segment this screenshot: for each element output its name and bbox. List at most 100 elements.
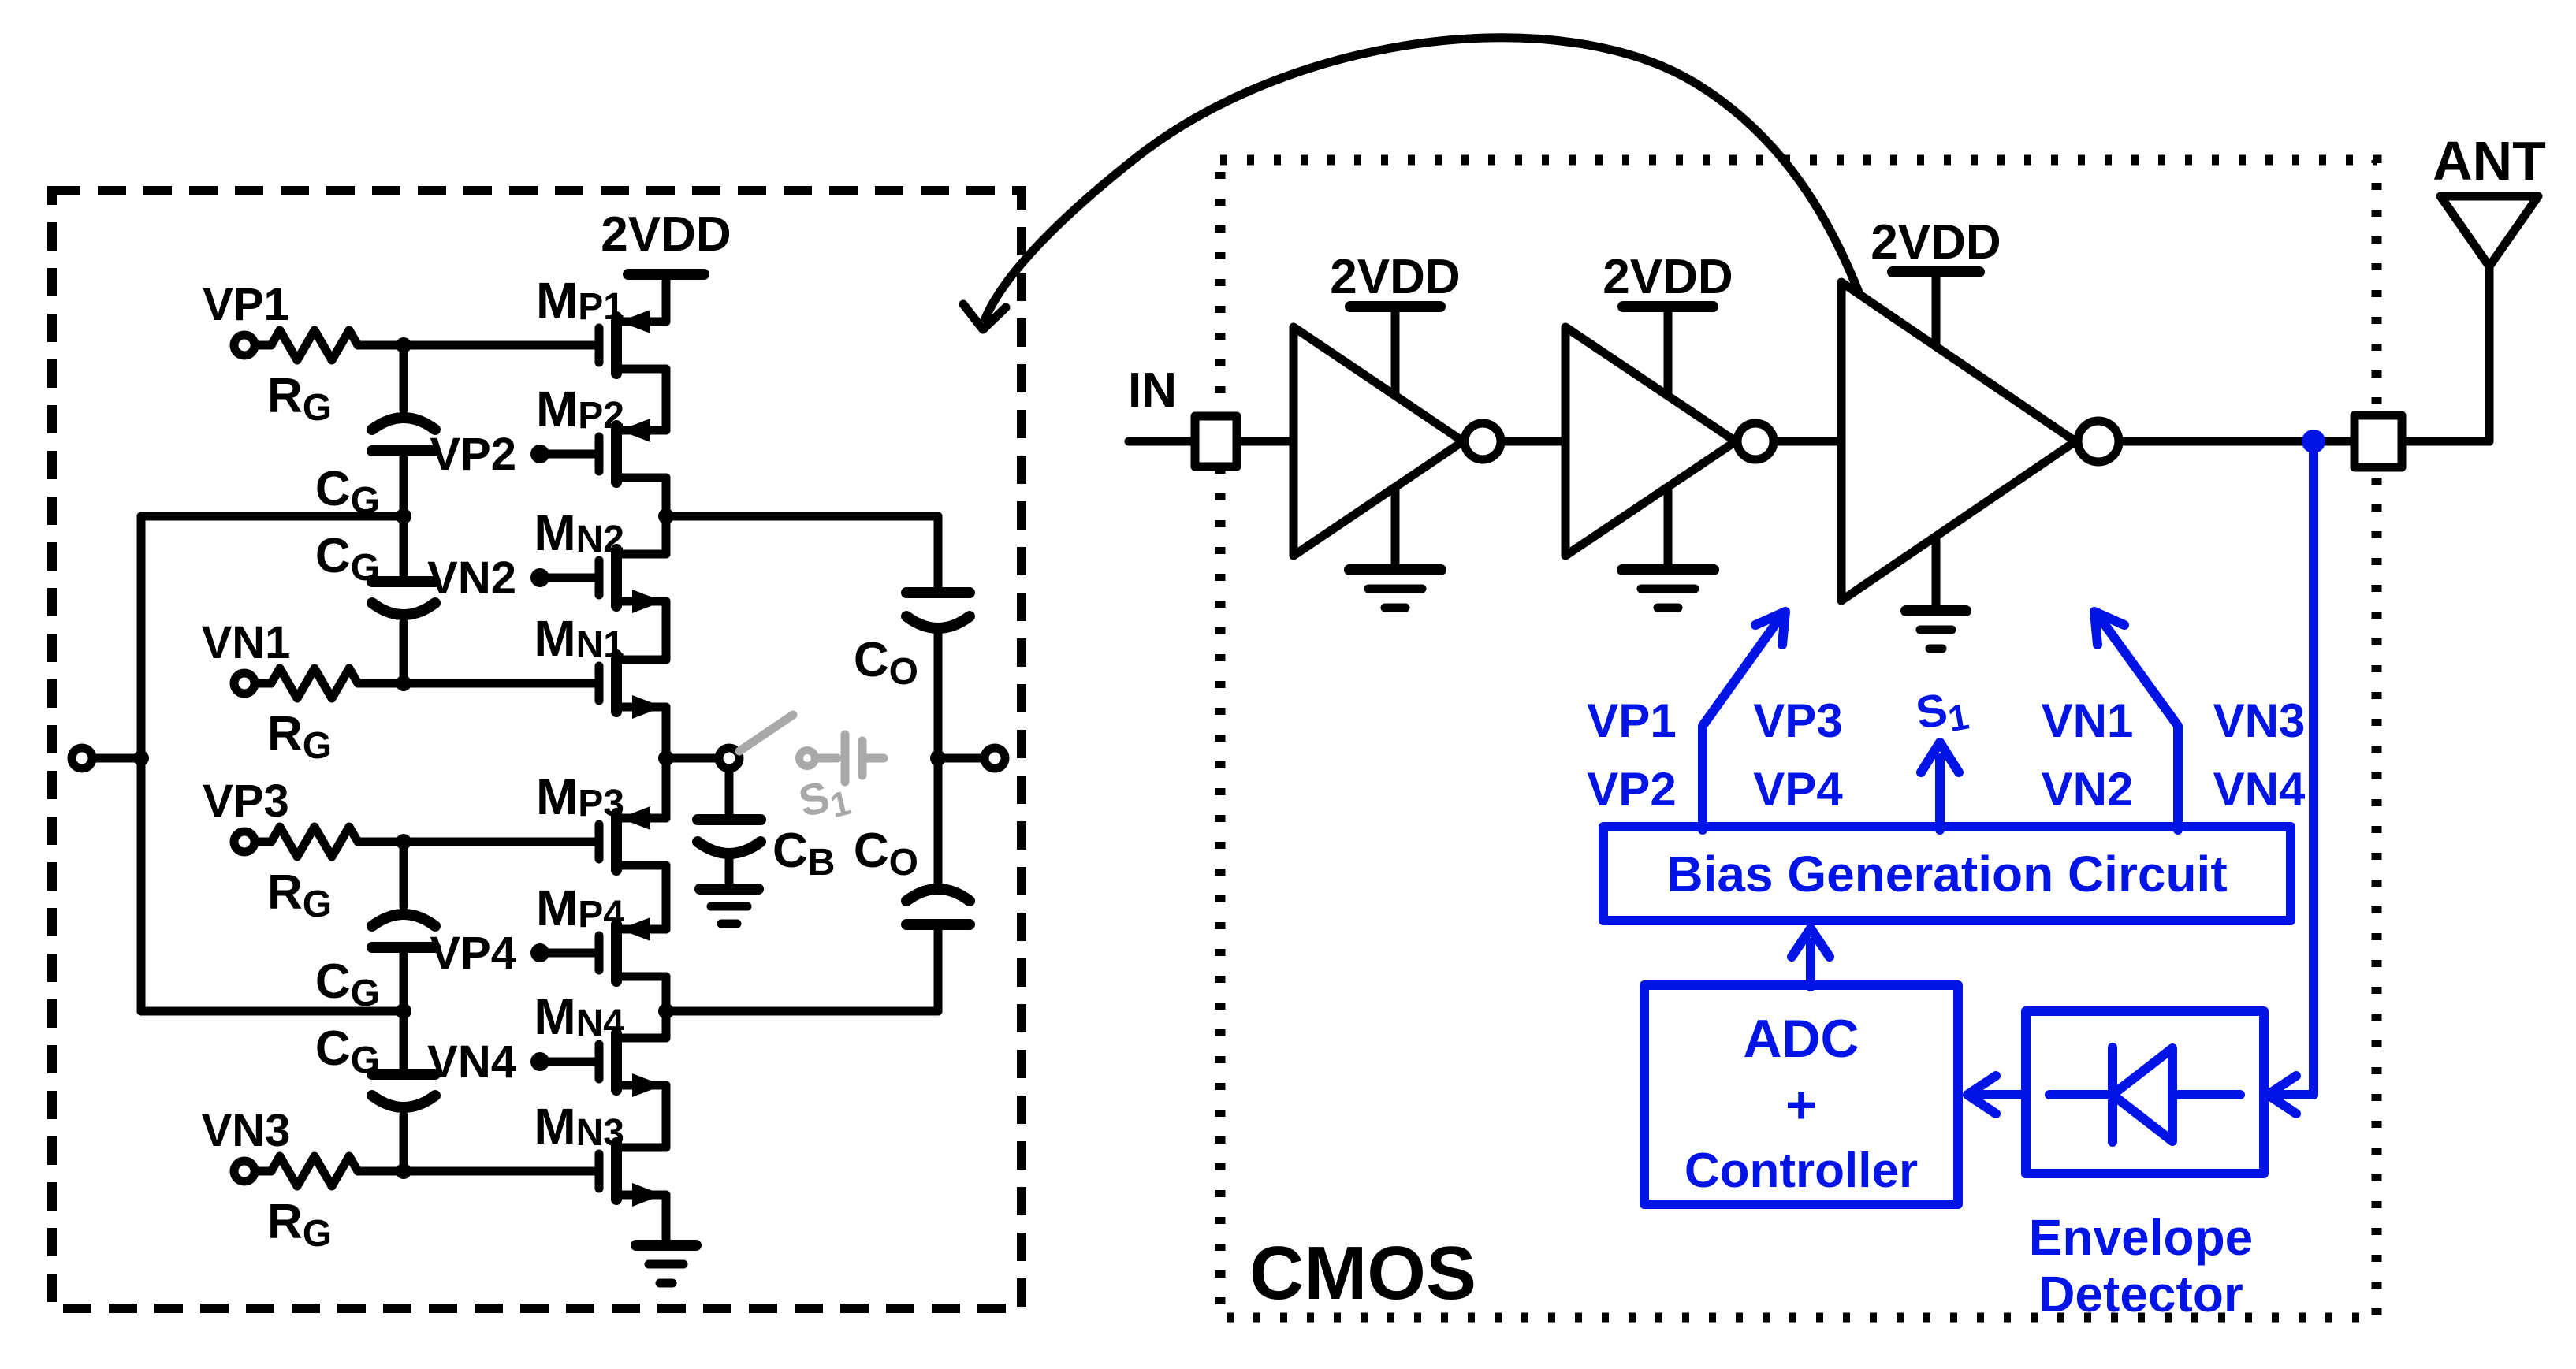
nmos-arrow-mn3 <box>632 1183 663 1207</box>
bias-arrowhead-right <box>2090 607 2129 649</box>
transistor-mp3: MP3 <box>399 768 671 876</box>
resistor-rg-vp1 <box>266 326 363 365</box>
label-mn2: MN2 <box>534 504 624 561</box>
transistor-mn1: MN1 <box>399 610 671 719</box>
label-in: IN <box>1128 363 1177 418</box>
label-rg-4: RG <box>267 1195 332 1255</box>
label-mp2: MP2 <box>536 381 624 437</box>
label-vp4: VP4 <box>430 928 516 979</box>
gate-terminal-vp2 <box>530 445 549 463</box>
label-vn1: VN1 <box>202 617 291 668</box>
inverter-1-bubble <box>1460 419 1506 464</box>
gate-cap-network-bottom: CG CG <box>315 837 441 1176</box>
transistor-mp2: MP2 VP2 <box>430 381 671 488</box>
label-vp3: VP3 <box>203 776 289 827</box>
nmos-arrow-mn1 <box>632 695 663 719</box>
transistor-mp1: MP1 <box>399 272 671 379</box>
diode-icon <box>2108 1043 2177 1146</box>
nmos-arrow-mn4 <box>632 1073 663 1097</box>
cap-cg4-curved-plate <box>367 1090 441 1113</box>
antenna-icon <box>2436 192 2543 271</box>
label-cg-2: CG <box>315 529 380 589</box>
bias-arrowhead-left <box>1751 607 1790 649</box>
bias-generation-box <box>1599 822 2295 925</box>
resistor-rg-vp3 <box>266 822 363 861</box>
label-co-top: CO <box>854 633 918 693</box>
arrowhead-into-bias <box>1787 924 1834 962</box>
inverter-2: 2VDD <box>1561 250 1778 612</box>
pa-core-box: 2VDD MP1 <box>47 186 1026 1313</box>
label-cg-4: CG <box>315 1021 380 1081</box>
pa-core-dashed-border <box>47 186 1026 1313</box>
ground-pa <box>631 1240 702 1288</box>
label-vp2: VP2 <box>430 429 516 480</box>
inverter-3-triangle <box>1837 277 2080 605</box>
transistor-mp4: MP4 VP4 <box>430 880 671 987</box>
antenna: ANT <box>2433 130 2546 271</box>
label-bias-vp3: VP3 <box>1753 694 1842 747</box>
label-vp1: VP1 <box>203 279 289 330</box>
label-2vdd-3: 2VDD <box>1871 215 2001 270</box>
adc-controller-box <box>1640 980 1963 1209</box>
supply-2vdd-pa: 2VDD <box>601 207 731 326</box>
bias-arrow-left <box>1698 613 1785 835</box>
label-mp3: MP3 <box>536 768 624 825</box>
label-detector: Detector <box>2038 1266 2243 1322</box>
resistor-rg-vn1 <box>266 664 363 703</box>
gate-terminal-vn2 <box>530 568 549 587</box>
inverter-2-triangle <box>1561 322 1740 560</box>
bias-input-vp1: VP1 RG <box>203 279 408 429</box>
label-cg-3: CG <box>315 954 380 1014</box>
pmos-arrow-mp3 <box>620 806 650 830</box>
label-rg-3: RG <box>267 865 332 925</box>
implementation-arrowhead <box>959 299 1011 334</box>
nmos-arrow-mn2 <box>632 590 663 613</box>
label-ant: ANT <box>2433 130 2546 192</box>
inverter-2-bubble <box>1733 419 1778 464</box>
implementation-arrow <box>959 33 1881 344</box>
label-bias-vn4: VN4 <box>2213 763 2306 816</box>
resistor-rg-vn3 <box>266 1151 363 1191</box>
envelope-detector-block: Envelope Detector <box>2021 1006 2269 1322</box>
output-pad <box>2350 411 2407 472</box>
label-rg-1: RG <box>267 369 332 429</box>
cmos-dotted-border <box>1215 154 2382 1323</box>
label-envelope: Envelope <box>2029 1209 2254 1266</box>
mid-node-network: CB <box>658 743 835 928</box>
bias-arrow-right <box>2095 613 2183 835</box>
cmos-box: CMOS IN ANT 2VDD <box>1124 130 2546 1323</box>
label-vn3: VN3 <box>202 1105 291 1156</box>
cap-cg3-curved-plate <box>367 909 441 932</box>
label-rg-2: RG <box>267 707 332 767</box>
cmos-region-label: CMOS <box>1249 1231 1476 1315</box>
label-mp1: MP1 <box>536 272 624 329</box>
transistor-mn2: MN2 VN2 <box>427 504 671 613</box>
gate-cap-network-top: CG CG <box>315 340 441 688</box>
label-bias-generation: Bias Generation Circuit <box>1666 846 2227 902</box>
bias-arrowhead-mid <box>1916 738 1964 777</box>
bias-input-vn1: VN1 RG <box>202 617 408 767</box>
pmos-arrow-mp2 <box>620 419 650 442</box>
label-2vdd-1: 2VDD <box>1330 250 1460 304</box>
label-mp4: MP4 <box>536 880 624 936</box>
pmos-arrow-mp4 <box>620 917 650 941</box>
pa-input-network <box>67 337 411 1179</box>
label-bias-vn1: VN1 <box>2042 694 2134 747</box>
transistor-mn3: MN3 <box>399 1098 671 1207</box>
bias-input-vp3: VP3 RG <box>203 776 408 925</box>
label-mn3: MN3 <box>534 1098 624 1155</box>
inverter-3-pa: 2VDD <box>1837 215 2124 653</box>
arrowhead-into-adc <box>1963 1071 2001 1118</box>
cap-cg1-curved-plate <box>367 412 441 435</box>
label-vn4: VN4 <box>427 1036 516 1088</box>
output-cap-network: CO CO <box>658 508 1010 1019</box>
label-2vdd-2: 2VDD <box>1603 250 1733 304</box>
inverter-1: 2VDD <box>1289 250 1506 612</box>
switch-s1-lever <box>735 710 798 756</box>
label-bias-s1: S1 <box>1912 680 1972 745</box>
supply-2vdd-pa-label: 2VDD <box>601 207 731 262</box>
label-controller: Controller <box>1684 1144 1918 1198</box>
label-bias-vn2: VN2 <box>2042 763 2134 816</box>
